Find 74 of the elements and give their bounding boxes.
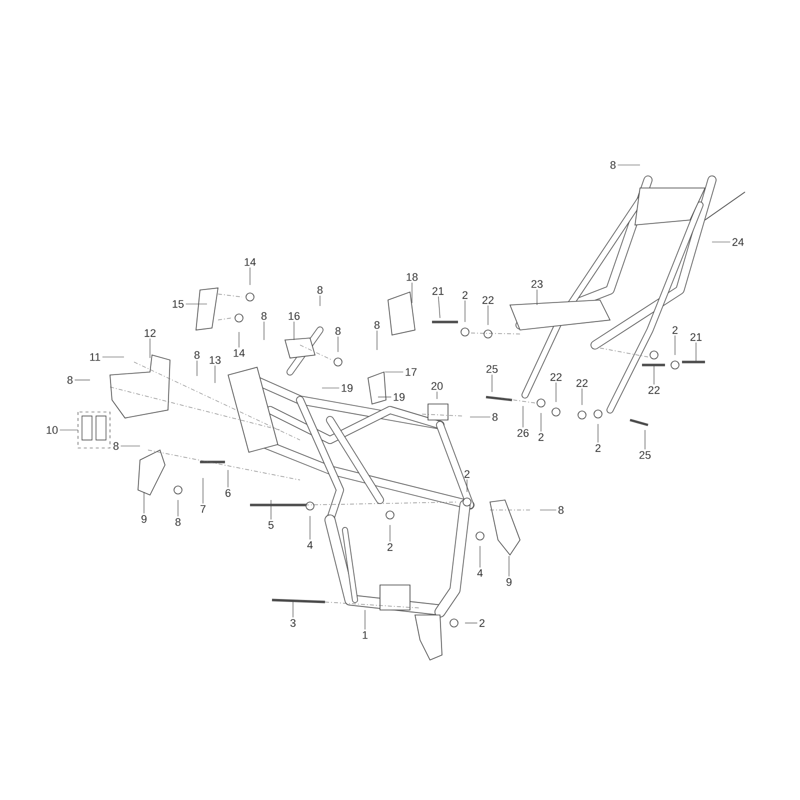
leader-line — [674, 335, 676, 356]
callout-number: 2 — [596, 444, 600, 452]
callout-number: 18 — [406, 273, 418, 281]
callout-number: 3 — [290, 619, 296, 627]
callout-number: 2 — [538, 433, 544, 441]
leader-line — [466, 479, 468, 492]
callout-number: 22 — [576, 379, 588, 387]
callout-number: 2 — [480, 619, 484, 627]
callout-number: 13 — [210, 356, 221, 364]
callout-number: 22 — [550, 373, 562, 381]
leader-line — [617, 164, 640, 166]
callout-number: 4 — [477, 569, 483, 577]
callout-number: 15 — [172, 300, 184, 308]
callout-number: 17 — [406, 368, 417, 376]
callout-number: 10 — [46, 426, 58, 434]
callout-number: 23 — [531, 280, 543, 288]
leader-line — [508, 556, 510, 577]
leader-line — [378, 396, 392, 398]
callout-number: 8 — [492, 413, 498, 421]
callout-number: 22 — [648, 386, 660, 394]
leader-line — [436, 391, 438, 400]
leader-line — [102, 356, 124, 358]
callout-number: 8 — [335, 327, 341, 335]
leader-line — [644, 430, 646, 450]
callout-number: 6 — [226, 489, 231, 497]
callout-number: 5 — [268, 521, 274, 529]
callout-number: 8 — [558, 506, 564, 514]
callout-number: 8 — [194, 351, 200, 359]
callout-number: 14 — [244, 258, 256, 266]
callout-number: 2 — [388, 543, 392, 551]
callout-number: 16 — [288, 312, 300, 320]
callout-number: 8 — [113, 442, 119, 450]
leader-line — [202, 478, 204, 504]
callout-number: 2 — [672, 326, 678, 334]
leader-line — [214, 365, 216, 384]
callout-number: 21 — [432, 287, 444, 295]
leader-line — [536, 289, 538, 306]
leader-line — [464, 300, 466, 322]
leader-line — [540, 412, 542, 432]
callout-number: 2 — [462, 291, 468, 299]
callout-number: 8 — [317, 286, 323, 294]
callout-number: 19 — [394, 393, 405, 401]
callout-number: 25 — [486, 365, 498, 373]
leader-line — [270, 500, 272, 520]
leader-line — [470, 416, 491, 418]
callout-number: 11 — [90, 353, 100, 361]
leader-line — [292, 600, 294, 618]
leader-line — [522, 406, 524, 428]
callout-number: 22 — [482, 296, 494, 304]
callout-number: 12 — [144, 329, 156, 337]
callout-number: 25 — [639, 451, 651, 459]
callout-number: 9 — [506, 578, 512, 586]
callout-number: 21 — [690, 333, 702, 341]
callout-number: 26 — [517, 429, 529, 437]
callout-number: 20 — [431, 382, 443, 390]
callout-number: 9 — [141, 515, 147, 523]
callout-number: 8 — [67, 376, 73, 384]
leader-line — [196, 360, 198, 376]
callout-number: 24 — [732, 238, 744, 246]
callout-number: 14 — [234, 349, 245, 357]
leader-line — [376, 330, 378, 350]
callout-number: 7 — [200, 505, 206, 513]
leader-line — [364, 610, 366, 630]
leader-line — [464, 622, 478, 624]
callout-number: 8 — [610, 161, 616, 169]
callout-number: 2 — [464, 470, 470, 478]
callout-number: 8 — [374, 321, 380, 329]
leader-line — [238, 332, 240, 348]
callout-number: 1 — [362, 631, 368, 639]
callout-number: 19 — [342, 384, 353, 392]
callout-number: 8 — [175, 518, 181, 526]
callout-number: 4 — [307, 541, 313, 549]
callout-number: 8 — [261, 312, 267, 320]
leader-line — [438, 296, 440, 318]
